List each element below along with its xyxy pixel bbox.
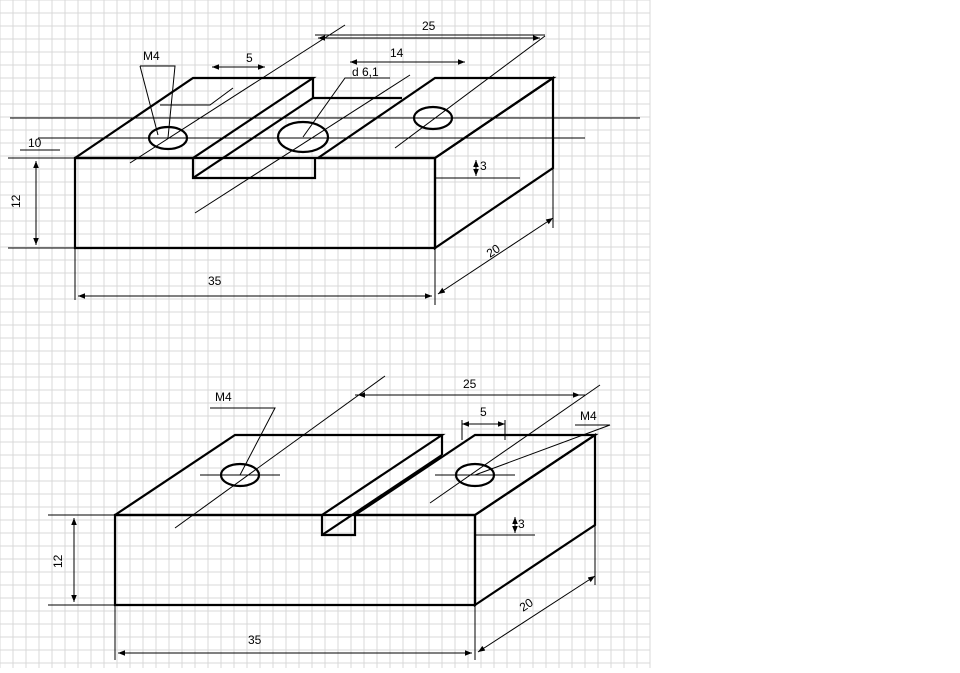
bottom-dim-slot-depth: 3 bbox=[518, 517, 525, 531]
top-label-center-hole: d 6,1 bbox=[352, 65, 379, 79]
top-dim-edge-offset: 10 bbox=[28, 136, 42, 150]
top-slot bbox=[191, 158, 317, 180]
top-part-drawing: 35 12 20 3 14 25 5 10 M4 d 6,1 bbox=[8, 19, 640, 305]
bottom-label-thread-hole-left: M4 bbox=[215, 390, 232, 404]
top-dim-height: 12 bbox=[9, 194, 23, 208]
bottom-label-thread-hole-right: M4 bbox=[580, 409, 597, 423]
top-dim-depth: 20 bbox=[484, 241, 503, 260]
bottom-dim-height: 12 bbox=[51, 554, 65, 568]
top-dim-slot-depth: 3 bbox=[480, 159, 487, 173]
bottom-upper-face-right bbox=[354, 433, 599, 517]
top-dim-length: 35 bbox=[208, 274, 222, 288]
top-upper-face-right bbox=[317, 76, 557, 160]
top-notch bbox=[160, 87, 234, 106]
bottom-slot bbox=[320, 515, 357, 537]
bottom-part-drawing: 35 12 20 3 25 5 M4 M4 bbox=[48, 375, 611, 660]
top-label-thread-hole: M4 bbox=[143, 49, 160, 63]
top-dim-hole-spacing: 25 bbox=[422, 19, 436, 33]
bottom-dim-length: 35 bbox=[248, 633, 262, 647]
bottom-dim-hole-spacing: 25 bbox=[463, 377, 477, 391]
top-dim-offset: 5 bbox=[246, 51, 253, 65]
top-dim-slot-width: 14 bbox=[390, 46, 404, 60]
bottom-dim-offset: 5 bbox=[480, 405, 487, 419]
graph-paper-grid bbox=[0, 0, 651, 668]
